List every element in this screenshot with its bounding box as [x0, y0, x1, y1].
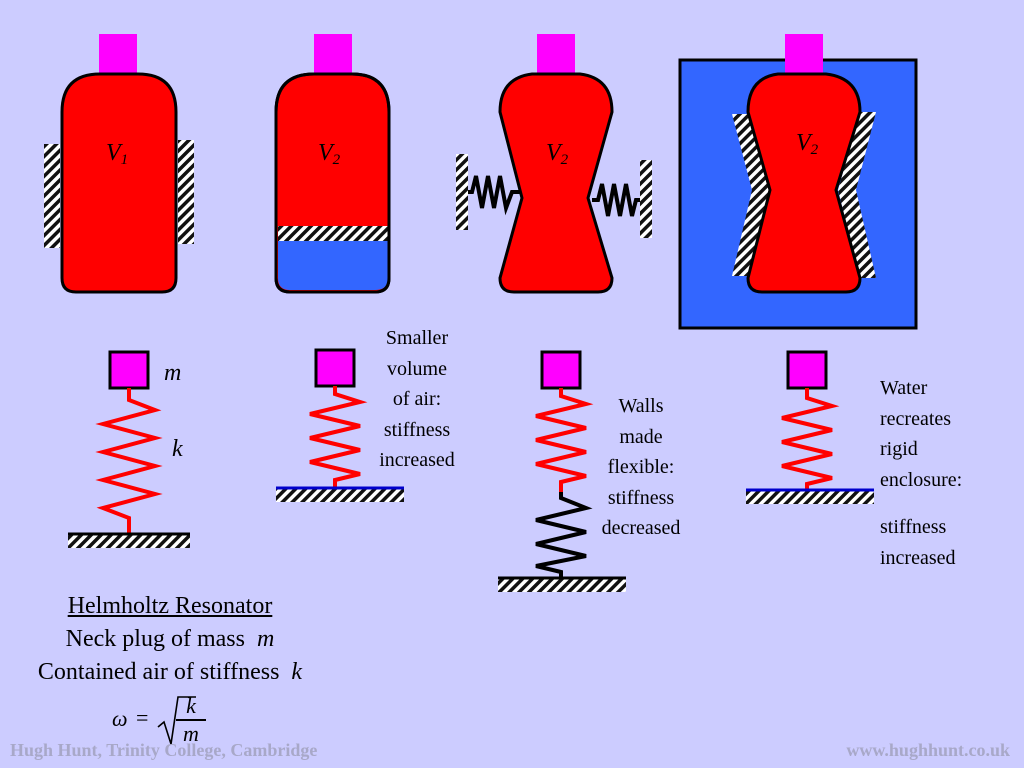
caption-walls-flexible: Walls made flexible: stiffness decreased — [601, 395, 681, 539]
spring-left — [468, 175, 520, 216]
spring-mass-model-3 — [498, 350, 626, 592]
radical-sign — [157, 696, 196, 745]
spring-air — [95, 388, 163, 534]
formula-fraction: k m — [176, 694, 206, 746]
wall-right — [178, 140, 194, 244]
wall-right — [640, 160, 652, 238]
summary-block: Helmholtz Resonator Neck plug of mass m … — [0, 590, 340, 689]
wall-left — [44, 144, 60, 248]
mass-block — [540, 350, 582, 390]
spring-mass-model-4 — [746, 350, 874, 504]
spring-right — [592, 183, 640, 217]
neck-plug — [537, 34, 575, 78]
bottle-reduced-volume — [274, 34, 391, 294]
summary-line-mass: Neck plug of mass m — [65, 626, 275, 652]
mass-block — [108, 350, 150, 390]
spring-mass-model-1 — [68, 350, 190, 548]
spring-air — [309, 386, 368, 488]
mass-block — [786, 350, 828, 390]
mass-symbol: m — [164, 360, 182, 386]
bottle-body — [60, 72, 178, 294]
bottle-flexible-walls — [456, 34, 652, 294]
water-fill — [278, 240, 388, 290]
bottle-body — [498, 72, 614, 294]
formula-equals: = — [136, 705, 149, 730]
caption-water-result: stiffness increased — [880, 516, 956, 569]
bottle-label-4: V2 — [796, 130, 819, 158]
neck-plug — [99, 34, 137, 78]
bottle-label-3: V2 — [546, 140, 569, 168]
bottle-label-1: V1 — [106, 140, 129, 168]
neck-plug — [314, 34, 352, 78]
bottle-body — [746, 72, 862, 294]
formula-numerator: k — [186, 693, 196, 718]
bottle-in-water — [678, 34, 918, 330]
piston-plate — [278, 226, 388, 241]
caption-water-enclosure: Water recreates rigid enclosure: — [880, 377, 963, 491]
spring-wall — [535, 492, 593, 578]
wall-hatch-right — [838, 112, 876, 278]
stiffness-symbol: k — [172, 436, 183, 462]
ground-plate — [498, 578, 626, 592]
wall-hatch-left — [732, 114, 770, 276]
footer-author: Hugh Hunt, Trinity College, Cambridge — [10, 740, 318, 760]
summary-line-stiffness: Contained air of stiffness k — [37, 659, 303, 685]
formula-denominator: m — [183, 720, 199, 746]
neck-plug — [785, 34, 823, 78]
mass-block — [314, 348, 356, 388]
ground-plate — [746, 490, 874, 504]
spring-air — [535, 388, 594, 492]
bottle-rigid — [44, 34, 194, 294]
bottle-label-2: V2 — [318, 140, 341, 168]
ground-plate — [276, 488, 404, 502]
spring-mass-model-2 — [276, 348, 404, 502]
formula-omega: ω — [112, 706, 128, 731]
footer-website[interactable]: www.hughhunt.co.uk — [846, 740, 1010, 760]
summary-title: Helmholtz Resonator — [67, 593, 273, 619]
spring-air — [781, 388, 840, 490]
caption-smaller-volume: Smaller volume of air: stiffness increas… — [379, 327, 455, 471]
wall-left — [456, 154, 468, 230]
ground-plate — [68, 534, 190, 548]
